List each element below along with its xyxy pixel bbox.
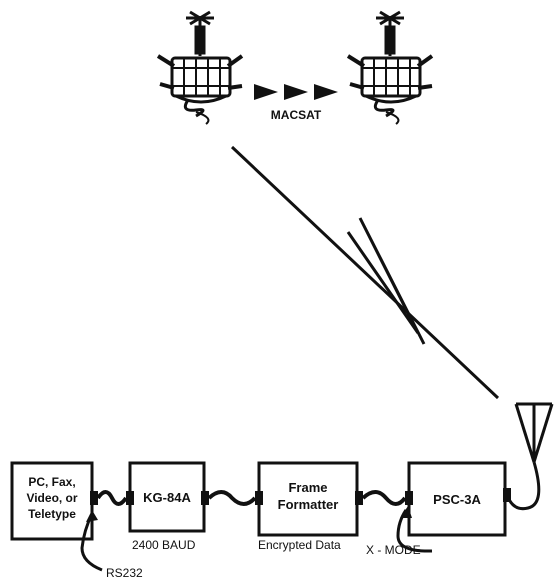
radio-link-bolt bbox=[346, 217, 426, 345]
block-source-line-3: Teletype bbox=[28, 507, 76, 521]
satellite-label: MACSAT bbox=[271, 108, 322, 122]
block-formatter-line-2: Formatter bbox=[278, 497, 339, 512]
arrow-head-3 bbox=[314, 84, 338, 100]
block-source-line-1: PC, Fax, bbox=[28, 475, 75, 489]
satellite-left-antenna bbox=[186, 10, 214, 56]
block-crypto-label: KG-84A bbox=[143, 490, 191, 505]
cable-formatter-modem bbox=[361, 490, 407, 506]
satellite-left bbox=[156, 10, 244, 125]
label-xmode: X - MODE bbox=[366, 543, 421, 557]
block-source-line-2: Video, or bbox=[26, 491, 77, 505]
ground-antenna bbox=[504, 402, 554, 511]
radio-link-line bbox=[230, 145, 500, 400]
label-rs232: RS232 bbox=[106, 566, 143, 580]
satellite-left-body bbox=[170, 56, 232, 125]
orbit-arrows bbox=[254, 84, 338, 100]
rs232-callout bbox=[80, 513, 103, 572]
arrow-head-2 bbox=[284, 84, 308, 100]
satellite-right-body bbox=[360, 56, 422, 125]
satellite-right-booms bbox=[346, 54, 434, 90]
block-formatter-line-1: Frame bbox=[288, 480, 327, 495]
cable-crypto-formatter bbox=[207, 490, 257, 506]
block-modem: PSC-3A bbox=[407, 461, 507, 537]
cables bbox=[96, 490, 407, 506]
callouts bbox=[80, 506, 433, 572]
satellite-right-antenna bbox=[376, 10, 404, 56]
label-baud: 2400 BAUD bbox=[132, 538, 196, 552]
satellite-left-booms bbox=[156, 54, 244, 90]
block-crypto: KG-84A bbox=[128, 461, 206, 533]
cable-source-crypto bbox=[96, 490, 128, 506]
block-modem-label: PSC-3A bbox=[433, 492, 481, 507]
block-formatter: Frame Formatter bbox=[257, 461, 359, 537]
block-source: PC, Fax, Video, or Teletype bbox=[10, 461, 94, 541]
label-encrypted: Encrypted Data bbox=[258, 538, 341, 552]
connector-ports bbox=[90, 488, 511, 505]
arrow-head-1 bbox=[254, 84, 278, 100]
satellite-right bbox=[346, 10, 434, 125]
